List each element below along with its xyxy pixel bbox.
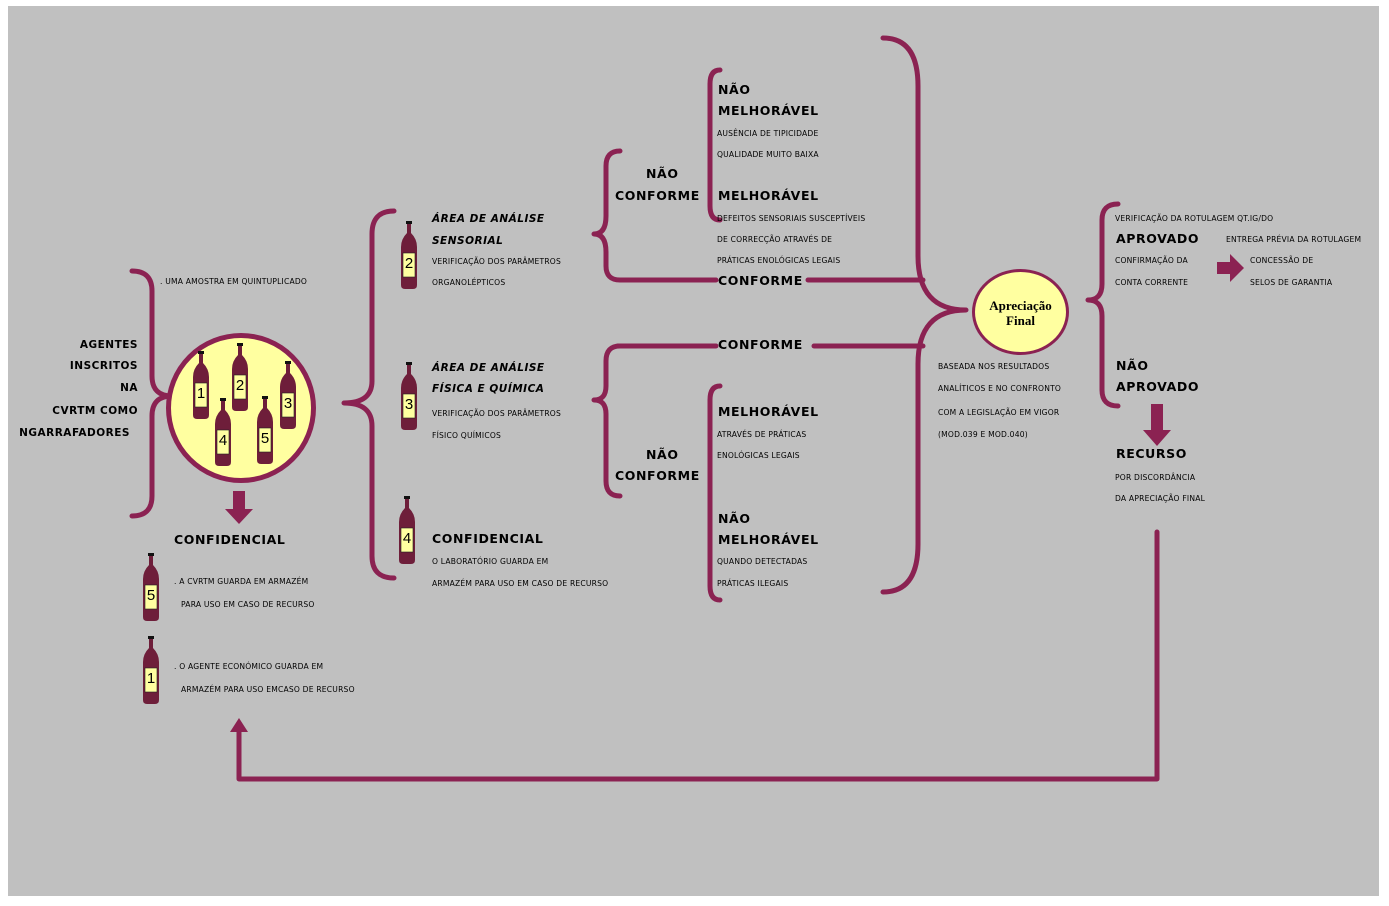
sample-note: . UMA AMOSTRA EM QUINTUPLICADO — [160, 277, 308, 286]
final-circle — [972, 269, 1069, 355]
recurso-label: RECURSO — [1116, 446, 1187, 461]
fq-nao-conforme-2: CONFORME — [615, 468, 700, 483]
agents-brace — [129, 268, 175, 519]
sens-melhoravel-desc-2: DE CORRECÇÃO ATRAVÉS DE — [717, 235, 833, 244]
final-desc-2: ANALÍTICOS E NO CONFRONTO — [938, 384, 1062, 393]
cvrtm-keep-line-1: . A CVRTM GUARDA EM ARMAZÉM — [174, 577, 309, 586]
sens-nao-melhoravel-1: NÃO — [718, 82, 751, 97]
fq-nao-melhoravel-2: MELHORÁVEL — [718, 532, 819, 547]
sensorial-desc-1: VERIFICAÇÃO DOS PARÂMETROS — [432, 257, 562, 266]
fq-melhoravel-desc-2: ENOLÓGICAS LEGAIS — [717, 451, 800, 460]
cvrtm-keep-line-2: PARA USO EM CASO DE RECURSO — [181, 600, 315, 609]
bottle-icon: 1 — [191, 350, 211, 420]
lab-confidencial-desc-2: ARMAZÉM PARA USO EM CASO DE RECURSO — [432, 579, 609, 588]
entrega-rotulagem: ENTREGA PRÉVIA DA ROTULAGEM — [1226, 235, 1362, 244]
sens-nao-melhoravel-desc-2: QUALIDADE MUITO BAIXA — [717, 150, 819, 159]
arrow-down-confidencial — [225, 491, 253, 524]
fq-melhoravel: MELHORÁVEL — [718, 404, 819, 419]
bottle-icon: 1 — [141, 635, 161, 705]
sensorial-nao-conforme-2: CONFORME — [615, 188, 700, 203]
bottle-icon: 3 — [399, 361, 419, 431]
final-title-1: Apreciação — [989, 298, 1052, 313]
bottle-icon: 2 — [399, 220, 419, 290]
final-title-2: Final — [1006, 313, 1035, 328]
nao-aprovado-2: APROVADO — [1116, 379, 1200, 394]
bottle-icon: 5 — [255, 395, 275, 465]
bottle-icon: 4 — [397, 495, 417, 565]
sens-sub-brace — [707, 67, 723, 223]
final-desc-1: BASEADA NOS RESULTADOS — [938, 362, 1050, 371]
agents-line-1: AGENTES — [79, 339, 138, 351]
selos-line-2: SELOS DE GARANTIA — [1250, 278, 1333, 287]
agent-keep-line-2: ARMAZÉM PARA USO EMCASO DE RECURSO — [181, 685, 355, 694]
fq-sub-brace — [707, 383, 723, 603]
fq-nao-melhoravel-1: NÃO — [718, 511, 751, 526]
sens-nao-melhoravel-desc-1: AUSÊNCIA DE TIPICIDADE — [717, 129, 819, 138]
fq-conforme: CONFORME — [718, 337, 803, 352]
aprovado-desc-2: CONTA CORRENTE — [1115, 278, 1189, 287]
aprovado-desc-1: CONFIRMAÇÃO DA — [1115, 256, 1188, 265]
fisico-desc-1: VERIFICAÇÃO DOS PARÂMETROS — [432, 409, 562, 418]
rotulagem-check: VERIFICAÇÃO DA ROTULAGEM QT.IG/DO — [1115, 214, 1274, 223]
final-desc-4: (MOD.039 E MOD.040) — [938, 430, 1028, 439]
fisico-desc-2: FÍSICO QUÍMICOS — [432, 431, 502, 440]
sensorial-title-2: SENSORIAL — [432, 235, 504, 247]
nao-aprovado-1: NÃO — [1116, 358, 1149, 373]
outcome-brace — [1085, 201, 1121, 409]
arrow-down-recurso — [1143, 404, 1171, 446]
arrow-right-concessao — [1217, 254, 1244, 282]
bottle-icon: 3 — [278, 360, 298, 430]
bottle-icon: 4 — [213, 397, 233, 467]
sens-melhoravel-desc-1: DEFEITOS SENSORIAIS SUSCEPTÍVEIS — [717, 214, 866, 223]
fq-melhoravel-desc-1: ATRAVÉS DE PRÁTICAS — [717, 430, 807, 439]
aprovado-label: APROVADO — [1116, 231, 1200, 246]
connector-lines — [129, 35, 1244, 782]
agents-line-2: INSCRITOS — [69, 360, 138, 372]
sens-conforme: CONFORME — [718, 273, 803, 288]
fisico-title-2: FÍSICA E QUÍMICA — [432, 383, 545, 395]
recurso-desc-1: POR DISCORDÂNCIA — [1115, 473, 1196, 482]
sensorial-desc-2: ORGANOLÉPTICOS — [432, 278, 506, 287]
fisico-title-1: ÁREA DE ANÁLISE — [432, 362, 545, 374]
sensorial-nao-conforme-1: NÃO — [646, 166, 679, 181]
arrow-up-return — [230, 718, 248, 732]
agents-line-5: NGARRAFADORES — [19, 427, 130, 439]
return-line — [236, 529, 1160, 782]
sens-melhoravel-desc-3: PRÁTICAS ENOLÓGICAS LEGAIS — [717, 256, 841, 265]
final-desc-3: COM A LEGISLAÇÃO EM VIGOR — [938, 408, 1060, 417]
lab-confidencial-desc-1: O LABORATÓRIO GUARDA EM — [432, 557, 549, 566]
confidencial-title: CONFIDENCIAL — [174, 532, 286, 547]
flowchart-canvas: AGENTES INSCRITOS NA CVRTM COMO NGARRAFA… — [8, 6, 1379, 896]
bottle-icon: 2 — [230, 342, 250, 412]
fq-nc-brace — [591, 343, 623, 499]
recurso-desc-2: DA APRECIAÇÃO FINAL — [1115, 494, 1206, 503]
sens-melhoravel: MELHORÁVEL — [718, 188, 819, 203]
agents-line-3: NA — [120, 382, 138, 394]
fq-nao-melhoravel-desc-1: QUANDO DETECTADAS — [717, 557, 808, 566]
bottle-icon: 5 — [141, 552, 161, 622]
final-brace — [880, 35, 969, 595]
agents-line-4: CVRTM COMO — [52, 405, 138, 417]
lab-confidencial-title: CONFIDENCIAL — [432, 531, 544, 546]
agent-keep-line-1: . O AGENTE ECONÓMICO GUARDA EM — [174, 662, 324, 671]
sens-nc-brace — [591, 148, 719, 283]
sensorial-title-1: ÁREA DE ANÁLISE — [432, 213, 545, 225]
sens-nao-melhoravel-2: MELHORÁVEL — [718, 103, 819, 118]
sample-brace — [341, 208, 397, 581]
fq-nao-melhoravel-desc-2: PRÁTICAS ILEGAIS — [717, 579, 789, 588]
fq-nao-conforme-1: NÃO — [646, 447, 679, 462]
selos-line-1: CONCESSÃO DE — [1250, 256, 1314, 265]
